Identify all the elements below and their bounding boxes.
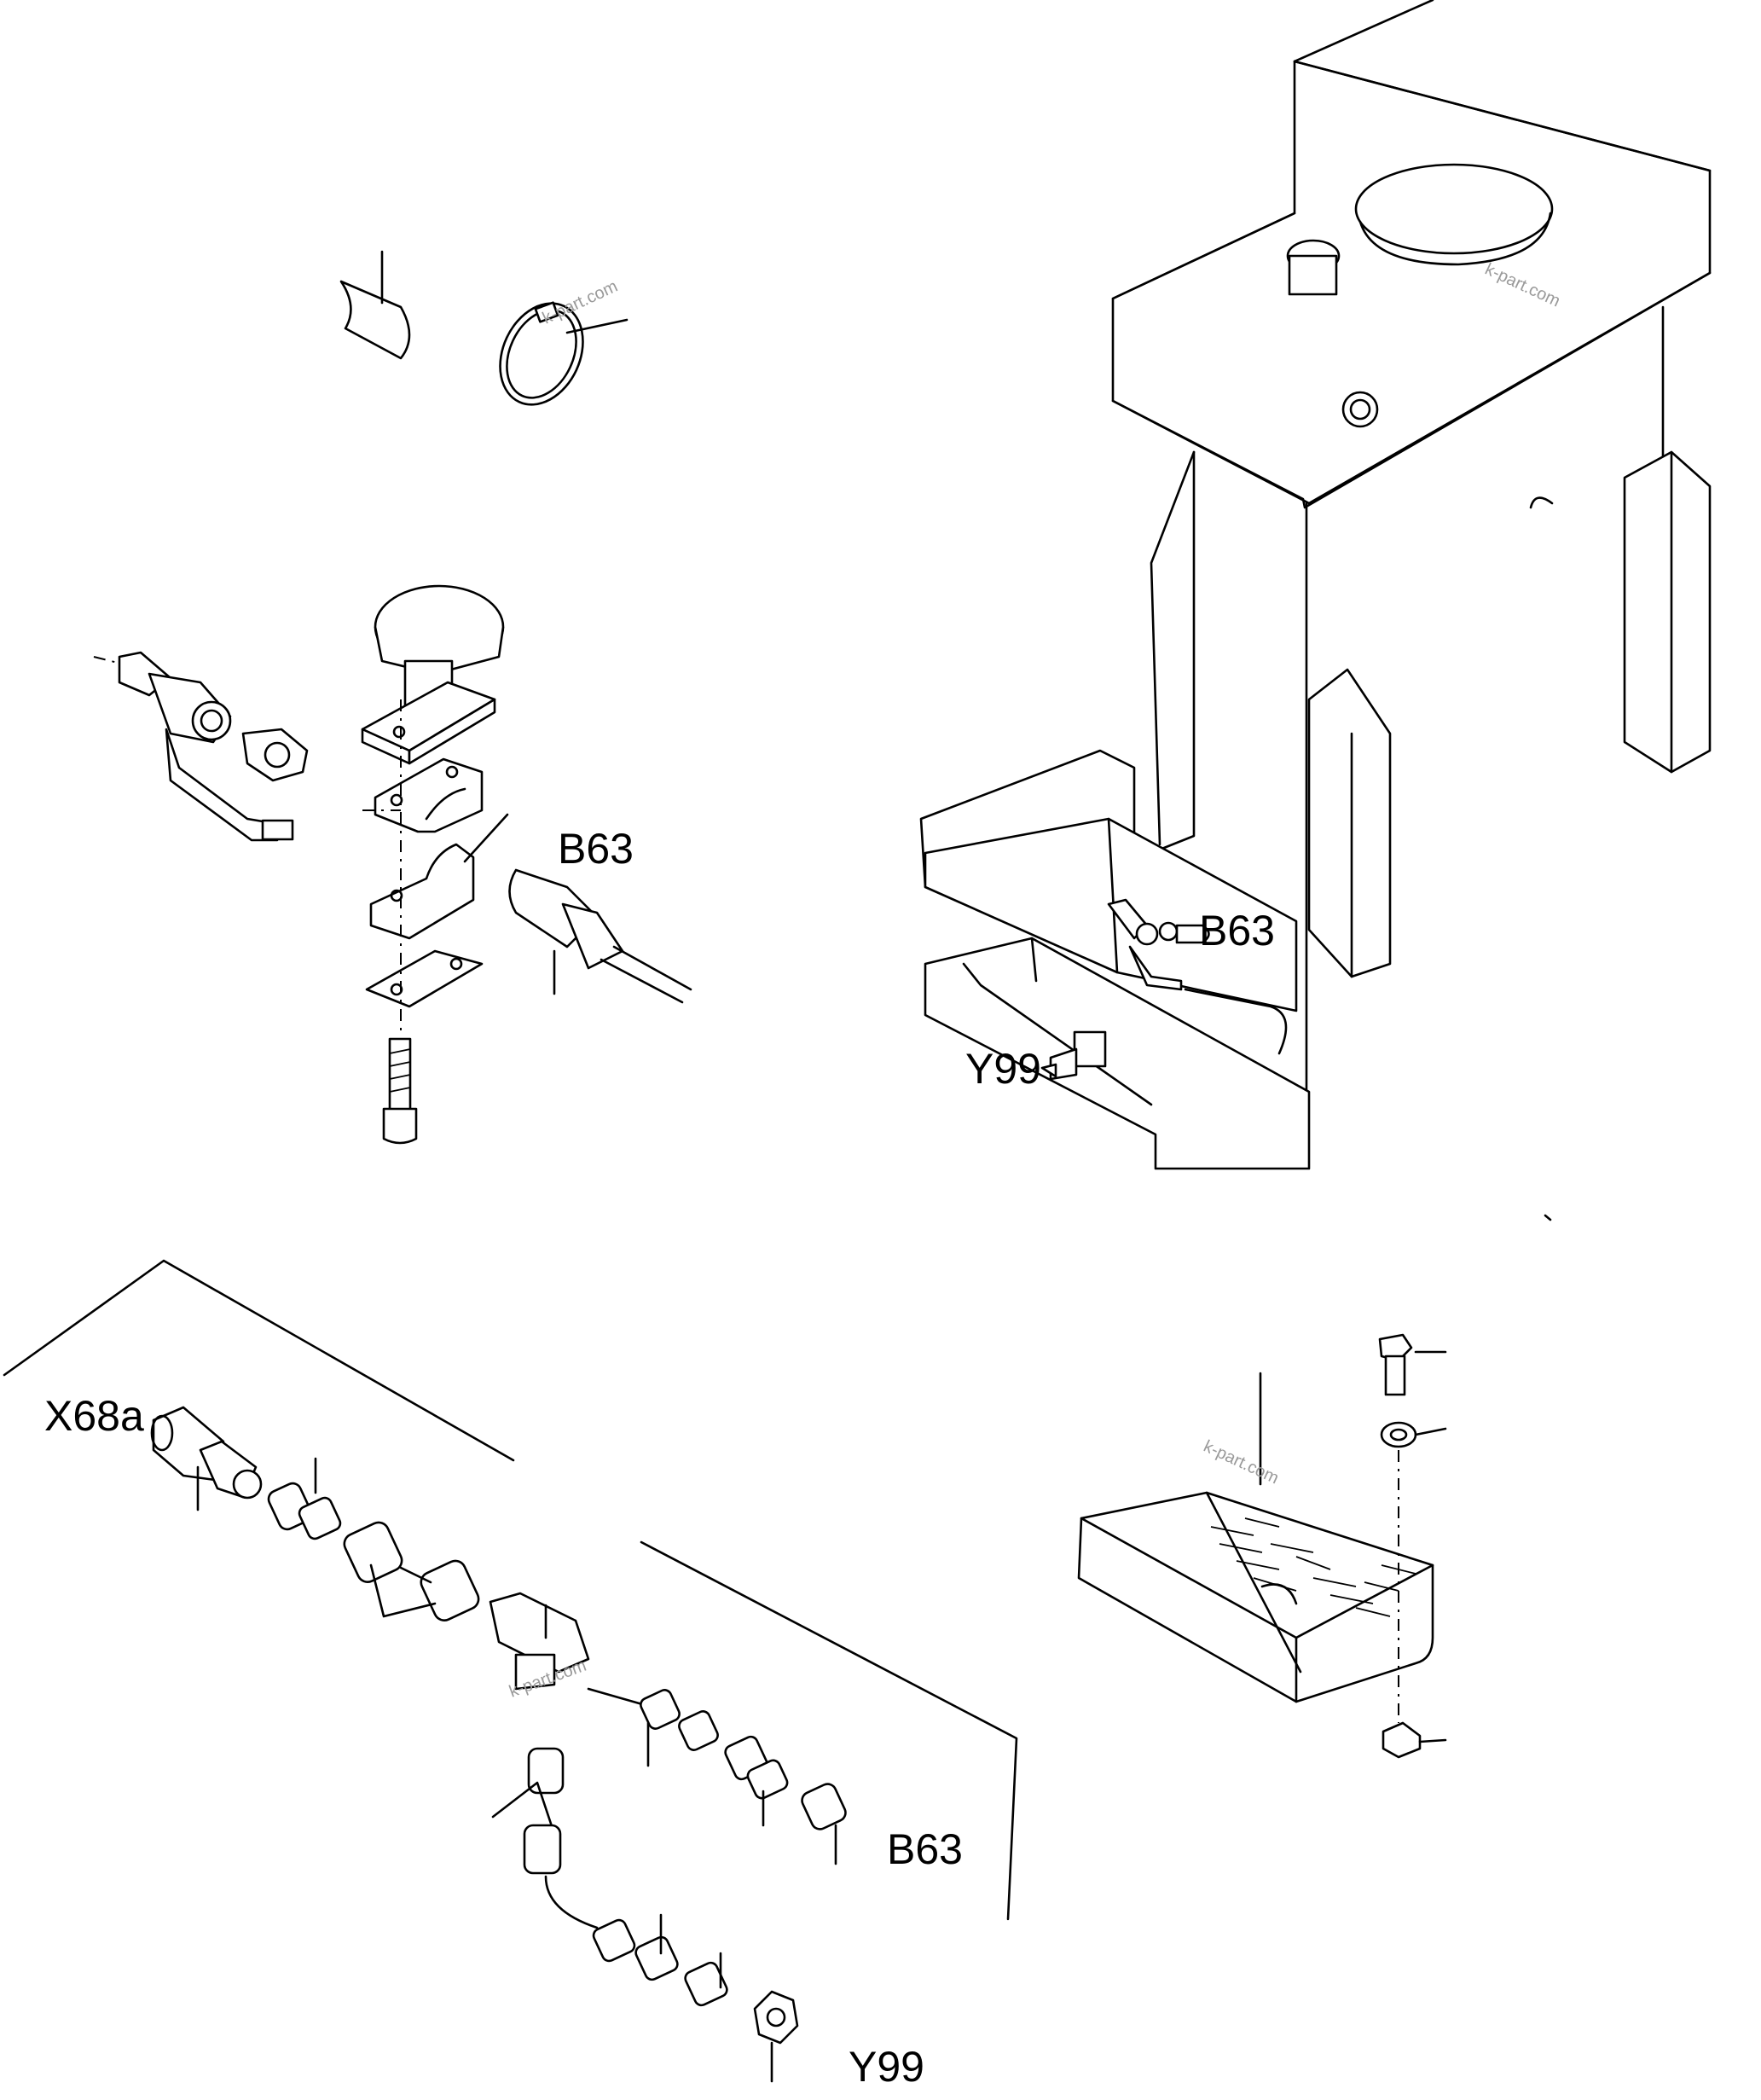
cap-screw [382, 1037, 418, 1145]
tray-washer [1380, 1421, 1447, 1448]
cable-tray [1077, 1372, 1434, 1703]
clamp-half-lower [369, 843, 475, 940]
hose-fittings-branch-b63 [587, 1687, 847, 1865]
label-y99-machine: Y99 [965, 1045, 1041, 1093]
label-x68a: X68a [44, 1392, 144, 1440]
clamp-half-upper [374, 757, 484, 833]
machine-y99-valve [1040, 1030, 1107, 1081]
bracket-line-left [3, 1259, 515, 1462]
watermark-3: k-part.com [1201, 1437, 1282, 1488]
mount-plate-bottom [365, 949, 484, 1008]
label-b63-sensor: B63 [558, 825, 634, 873]
cable-sleeve [339, 250, 411, 360]
tray-nut [1382, 1721, 1447, 1759]
mount-plate-top [361, 681, 496, 765]
connector-x68a [150, 1406, 263, 1511]
label-b63-machine: B63 [1199, 907, 1275, 954]
hex-nut [241, 728, 309, 782]
machine-b63-sensor [1107, 898, 1210, 991]
bracket-line-right [640, 1540, 1018, 1921]
proximity-sensor [508, 868, 692, 1004]
hose-fittings-upper [267, 1457, 590, 1691]
machine-frame [919, 0, 1712, 1170]
hose-clamp [499, 301, 629, 406]
label-y99-hose: Y99 [849, 2043, 924, 2091]
tray-bolt [1378, 1333, 1447, 1396]
ball-valve [93, 651, 294, 842]
hose-fittings-branch-y99 [491, 1747, 799, 2083]
label-b63-hose: B63 [887, 1825, 963, 1873]
